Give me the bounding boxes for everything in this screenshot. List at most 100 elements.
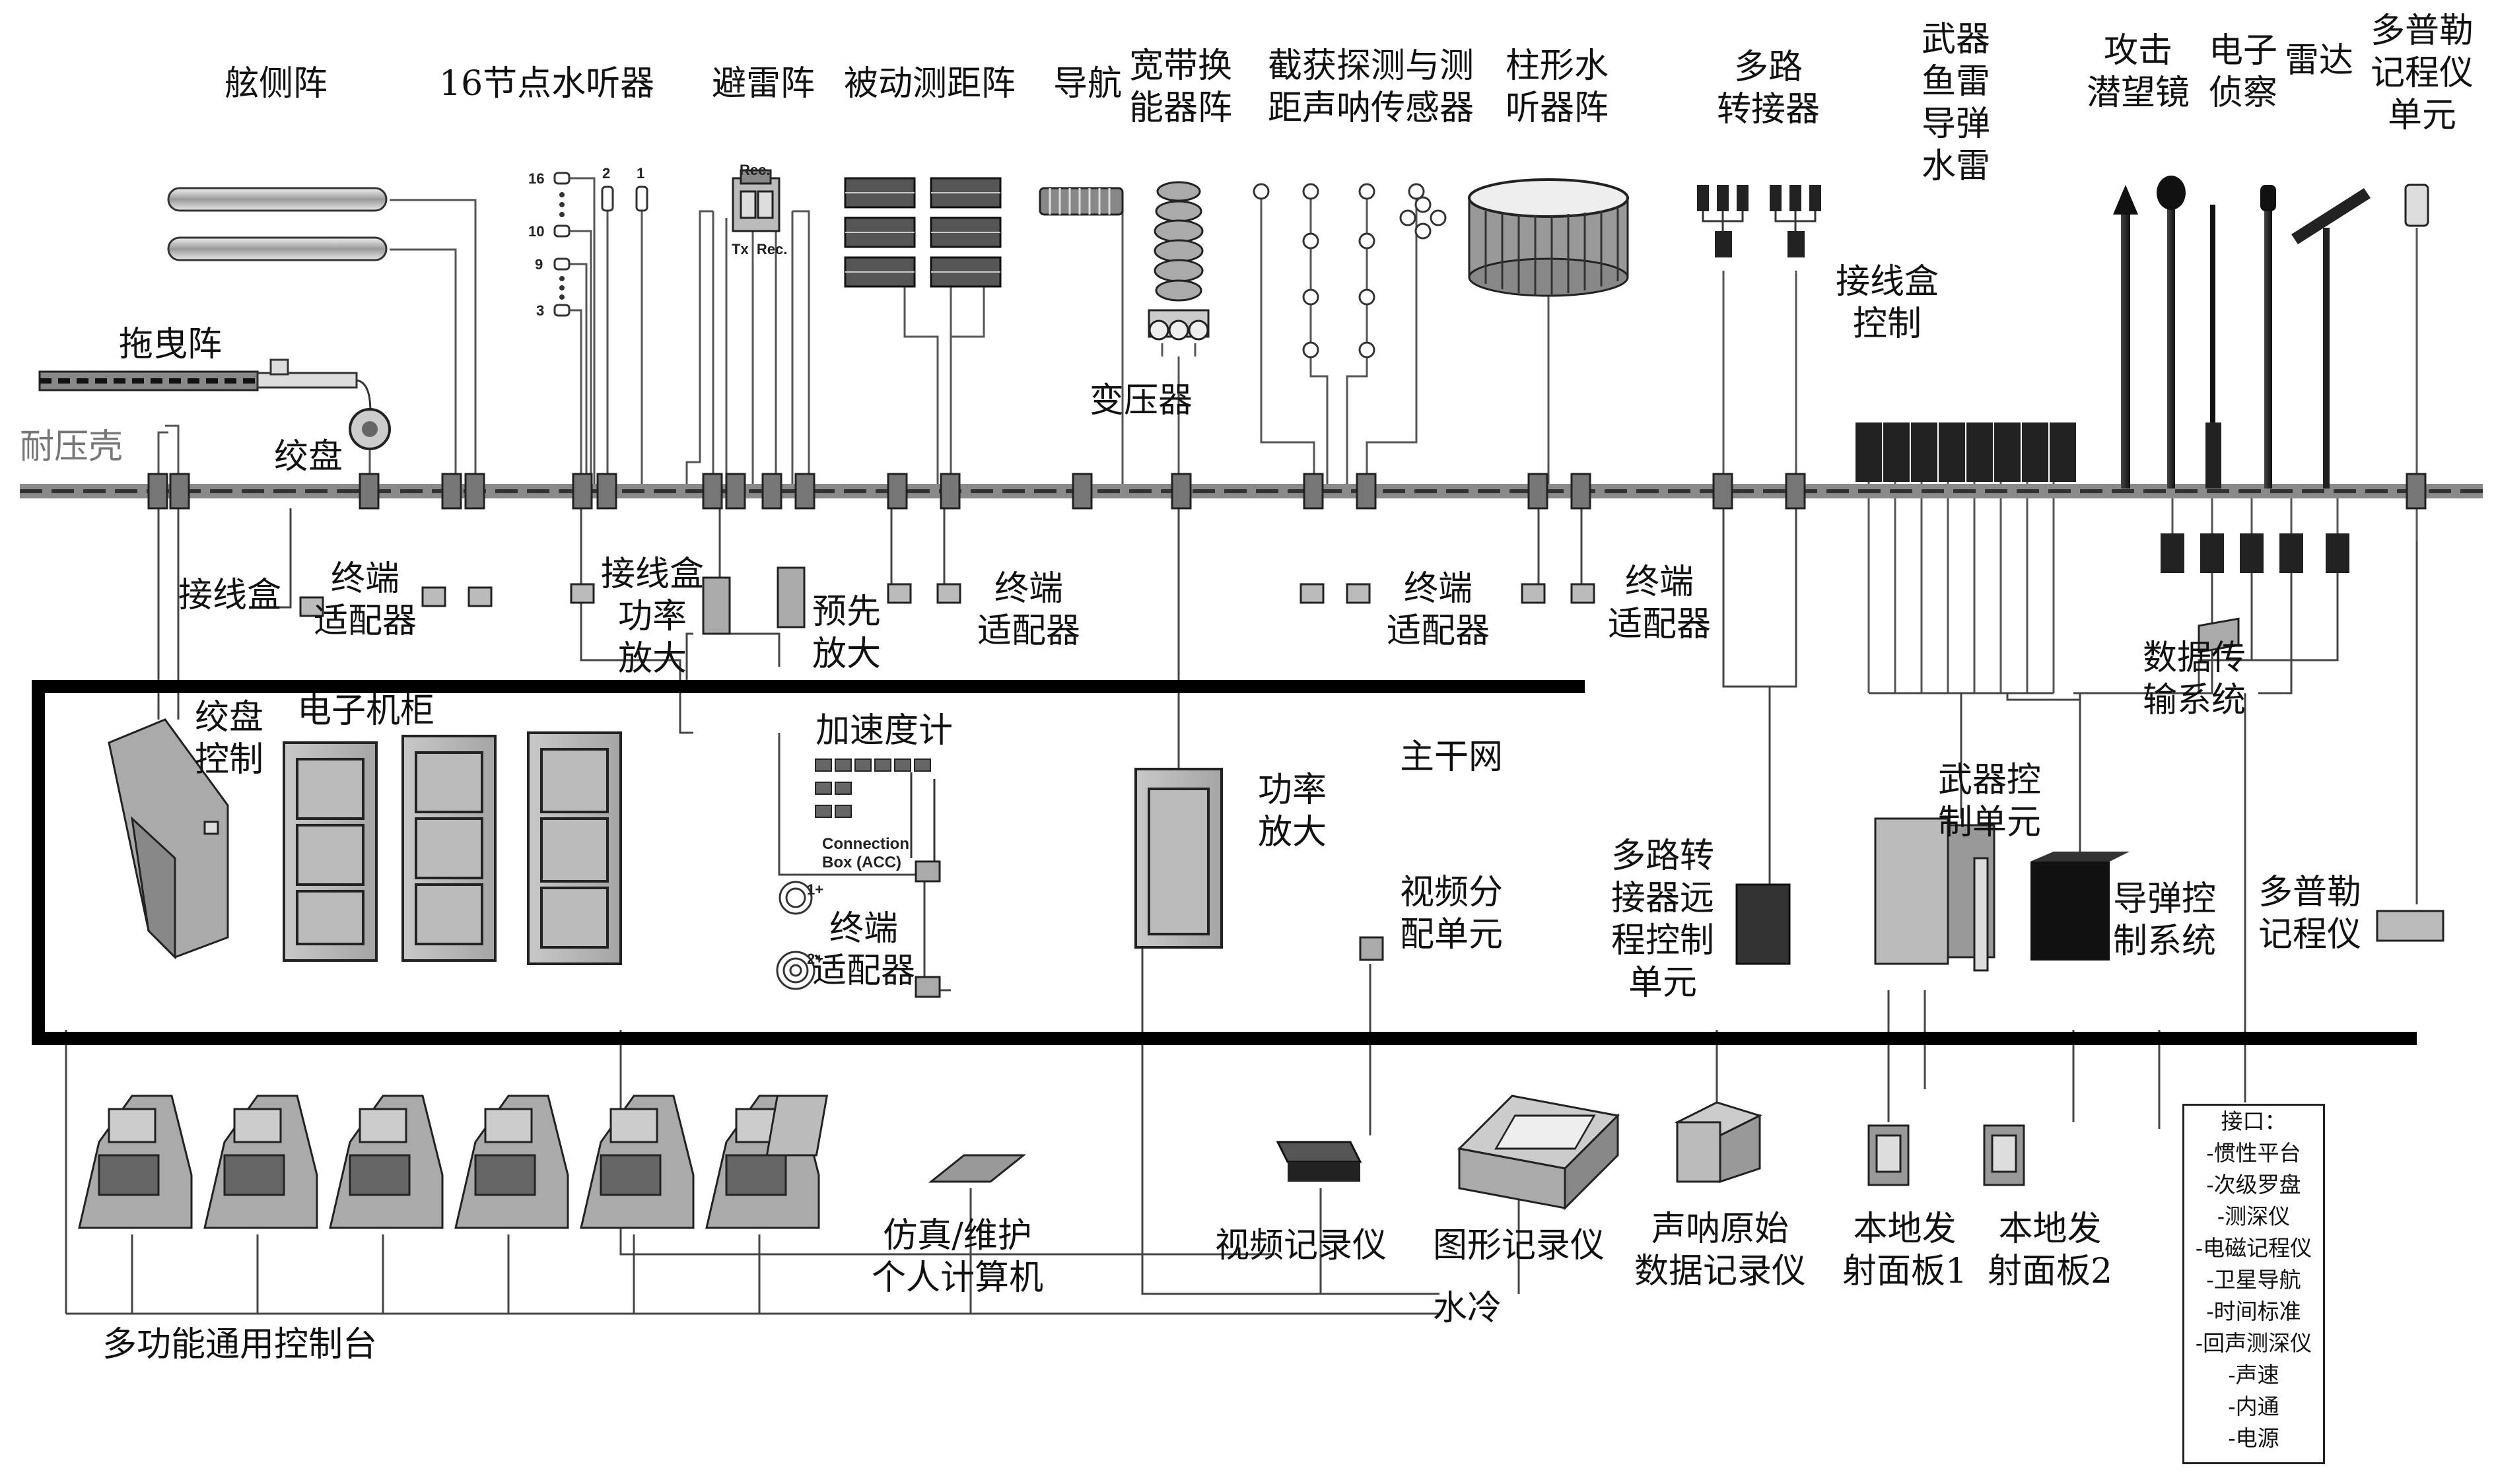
label-terminal4: 终端 适配器 [1608,562,1712,644]
label-winch-control: 绞盘 控制 [195,698,264,780]
label-jbox-power: 接线盒 功率 放大 [601,555,705,679]
label-launch2: 本地发 射面板2 [1988,1209,2113,1291]
tag-h2: 2 [602,165,611,182]
label-weapons: 武器 鱼雷 导弹 水雷 [1922,20,1991,186]
radar-mast-icon [2205,205,2221,489]
interface-item: -时间标准 [2206,1298,2301,1324]
video-recorder-icon [1276,1141,1362,1182]
label-wideband: 宽带换 能器阵 [1129,46,1233,128]
tag-tx-rec: Tx Rec. [732,241,788,257]
cylindrical-array-icon [1468,178,1629,297]
multiplexer-icon [1697,185,1821,257]
interface-list-box: 接口： -惯性平台 -次级罗盘 -测深仪 -电磁记程仪 -卫星导航 -时间标准 … [2182,1104,2325,1464]
mine-avoid-icon [732,169,780,232]
electronic-cabinet-icons [283,731,622,965]
doppler-log-icon [2376,910,2444,942]
video-dist-icon [1359,936,1384,961]
network-wiring [65,508,2418,1315]
laptop-icon [765,1095,1027,1183]
data-transmission-box [2198,617,2240,654]
passive-ranging-grid [845,192,1000,273]
winch-control-icon [108,718,229,960]
label-passive-ranging: 被动测距阵 [844,64,1016,104]
connection-box-icon [776,772,936,990]
label-hydrophone16: 16节点水听器 [439,64,655,104]
label-multiplexer: 多路 转接器 [1717,48,1820,129]
tag-h3: 3 [536,302,545,319]
label-terminal1: 终端 适配器 [314,559,417,641]
doppler-icon [2291,184,2429,489]
interface-item: -声速 [2228,1362,2279,1388]
launch-panel-icons [1867,1124,2025,1186]
label-video-dist: 视频分 配单元 [1400,873,1504,955]
radar-icon [2260,185,2276,489]
wideband-transducer-icon [1148,181,1210,341]
tag-h16: 16 [528,170,545,187]
label-mine-avoid: 避雷阵 [712,64,815,104]
mux-remote-icon [1735,883,1791,965]
label-radar: 雷达 [2285,41,2354,81]
label-pressure-hull: 耐压壳 [20,427,123,467]
interface-item: -回声测深仪 [2195,1330,2312,1356]
label-intercept: 截获探测与测 距声呐传感器 [1268,46,1474,128]
weapon-control-icon [1874,817,1995,972]
label-graph-rec: 图形记录仪 [1433,1226,1605,1265]
label-jbox-control: 接线盒 控制 [1836,262,1939,344]
label-sonar-rec: 声呐原始 数据记录仪 [1634,1209,1807,1291]
tag-a1: 1+ [807,881,824,898]
label-cabinet: 电子机柜 [297,691,435,731]
label-periscope: 攻击 潜望镜 [2087,31,2190,113]
tag-h9: 9 [535,256,543,273]
interface-item: -电源 [2228,1425,2279,1451]
hydrophone-16-icon [553,172,648,317]
console-icons [78,1095,820,1229]
label-video-rec: 视频记录仪 [1215,1226,1387,1265]
periscope-icon [2113,185,2138,489]
label-launch1: 本地发 射面板1 [1842,1209,1968,1291]
label-console: 多功能通用控制台 [102,1325,378,1365]
accelerometer-icon [815,759,931,818]
interface-title: 接口： [2221,1108,2287,1134]
tag-connection-box: Connection Box (ACC) [822,835,909,871]
label-cylindrical: 柱形水 听器阵 [1506,46,1609,128]
sensor-wiring [157,177,2418,693]
data-transmission-icons [2161,533,2349,573]
label-preamp: 预先 放大 [812,592,882,674]
hull-penetrators [147,473,2427,510]
navigation-icon [1039,187,1124,216]
hydrophone-dots [559,192,565,300]
tag-h10: 10 [528,223,545,240]
label-winch: 绞盘 [274,437,343,477]
label-transformer: 变压器 [1090,381,1193,421]
label-power-amp: 功率 放大 [1258,770,1327,852]
label-navigation: 导航 [1053,64,1123,104]
interface-item: -卫星导航 [2206,1267,2301,1293]
tag-rec: Rec. [740,162,771,178]
label-doppler-log: 多普勒 记程仪 [2258,873,2362,955]
label-sail-array: 舷侧阵 [225,64,328,104]
label-backbone: 主干网 [1400,737,1504,777]
label-data-trans: 数据传 输系统 [2143,638,2246,720]
esm-mast-icon [2157,176,2186,489]
interface-item: -内通 [2228,1394,2279,1419]
jbox-power-amp-icon [702,566,806,635]
interface-item: -次级罗盘 [2206,1172,2301,1197]
label-esm: 电子 侦察 [2209,31,2278,113]
label-towed: 拖曳阵 [119,325,223,364]
weapons-jbox-icon [1855,422,2076,482]
tag-h1: 1 [637,165,645,182]
pressure-hull-bar [20,484,2483,498]
towed-array-icon [38,358,372,423]
terminal-adapter-icons [299,583,1595,617]
interface-item: -电磁记程仪 [2195,1235,2312,1261]
label-doppler-unit: 多普勒 记程仪 单元 [2371,11,2474,135]
interface-item: -惯性平台 [2206,1140,2301,1166]
sail-array-icon [167,187,388,261]
label-terminal2: 终端 适配器 [977,569,1081,651]
label-junction-box: 接线盒 [178,576,282,615]
label-sim-pc: 仿真/维护 个人计算机 [872,1216,1044,1298]
backbone-frame [32,680,2417,1045]
label-water-cool: 水冷 [1433,1289,1502,1328]
